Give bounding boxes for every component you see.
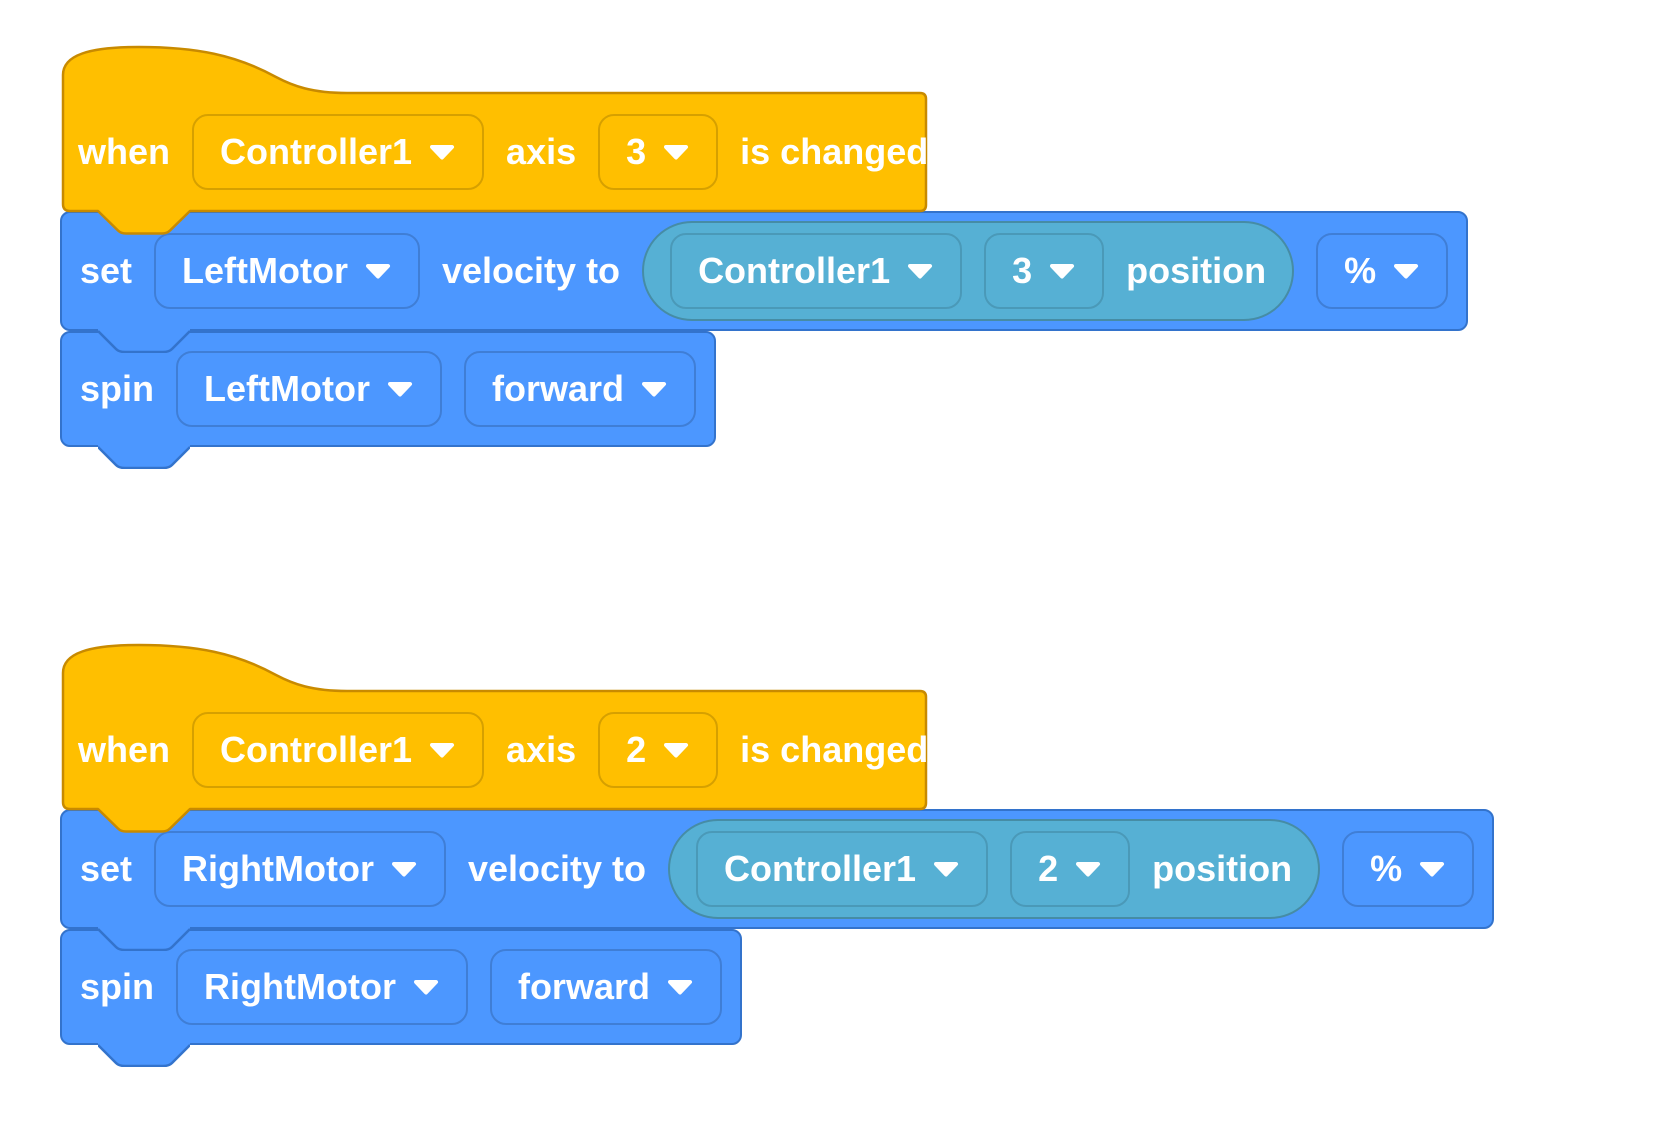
reporter-axis-value: 3 (1012, 250, 1033, 291)
is-changed-label: is changed (740, 131, 929, 172)
spin-motor-block[interactable]: spin RightMotor forward (60, 929, 742, 1045)
velocity-to-label: velocity to (467, 848, 647, 889)
velocity-to-label: velocity to (442, 250, 621, 291)
set-label: set (80, 250, 133, 291)
axis-label: axis (506, 131, 577, 172)
controller-axis-position-reporter[interactable]: Controller1 2 position (668, 819, 1321, 919)
dropdown-caret-icon (413, 980, 438, 995)
is-changed-label: is changed (740, 729, 929, 770)
set-motor-velocity-block[interactable]: set LeftMotor velocity to Controller1 3 … (60, 211, 1469, 331)
reporter-axis-value: 2 (1038, 848, 1059, 889)
reporter-controller-value: Controller1 (698, 250, 891, 291)
dropdown-caret-icon (387, 382, 412, 397)
unit-dropdown-value: % (1344, 250, 1377, 291)
controller-dropdown-value: Controller1 (220, 729, 413, 770)
unit-dropdown-value: % (1370, 848, 1403, 889)
controller-dropdown-value: Controller1 (220, 131, 413, 172)
reporter-axis-dropdown[interactable]: 2 (1010, 831, 1131, 907)
unit-dropdown[interactable]: % (1342, 831, 1475, 907)
controller-dropdown[interactable]: Controller1 (192, 712, 485, 788)
reporter-axis-dropdown[interactable]: 3 (984, 233, 1105, 309)
reporter-controller-dropdown[interactable]: Controller1 (670, 233, 963, 309)
direction-dropdown[interactable]: forward (463, 351, 696, 427)
block-connector-tab (98, 439, 190, 469)
reporter-controller-dropdown[interactable]: Controller1 (696, 831, 989, 907)
dropdown-caret-icon (664, 145, 689, 160)
dropdown-caret-icon (1050, 264, 1075, 279)
dropdown-caret-icon (1076, 862, 1101, 877)
dropdown-caret-icon (667, 980, 692, 995)
axis-label: axis (506, 729, 577, 770)
direction-dropdown[interactable]: forward (489, 949, 722, 1025)
controller-dropdown[interactable]: Controller1 (192, 114, 485, 190)
dropdown-caret-icon (908, 264, 933, 279)
dropdown-caret-icon (1420, 862, 1445, 877)
block-connector-tab (98, 323, 190, 353)
reporter-controller-value: Controller1 (724, 848, 917, 889)
position-label: position (1152, 848, 1293, 889)
motor-dropdown[interactable]: RightMotor (154, 831, 446, 907)
motor-dropdown[interactable]: LeftMotor (176, 351, 442, 427)
axis-dropdown[interactable]: 2 (598, 712, 719, 788)
unit-dropdown[interactable]: % (1316, 233, 1449, 309)
dropdown-caret-icon (366, 264, 390, 279)
when-label: when (78, 729, 171, 770)
motor-dropdown[interactable]: RightMotor (176, 949, 468, 1025)
motor-dropdown-value: LeftMotor (182, 250, 348, 291)
position-label: position (1126, 250, 1267, 291)
controller-axis-position-reporter[interactable]: Controller1 3 position (642, 221, 1295, 321)
set-label: set (80, 848, 133, 889)
hat-block-content: when Controller1 axis 3 is changed (60, 93, 946, 211)
dropdown-caret-icon (934, 862, 959, 877)
block-connector-tab (98, 921, 190, 951)
direction-dropdown-value: forward (517, 966, 650, 1007)
spin-label: spin (80, 966, 155, 1007)
when-label: when (78, 131, 171, 172)
code-stack: when Controller1 axis 2 is changed set R… (60, 643, 1660, 1073)
dropdown-caret-icon (430, 743, 455, 758)
axis-dropdown-value: 3 (626, 131, 647, 172)
motor-dropdown-value: RightMotor (182, 848, 374, 889)
block-connector-tab (98, 1037, 190, 1067)
hat-block-content: when Controller1 axis 2 is changed (60, 691, 946, 809)
axis-dropdown-value: 2 (626, 729, 647, 770)
dropdown-caret-icon (642, 382, 666, 397)
motor-dropdown[interactable]: LeftMotor (154, 233, 420, 309)
axis-dropdown[interactable]: 3 (598, 114, 719, 190)
code-stack: when Controller1 axis 3 is changed set L… (60, 45, 1660, 475)
motor-dropdown-value: RightMotor (204, 966, 396, 1007)
dropdown-caret-icon (664, 743, 689, 758)
dropdown-caret-icon (430, 145, 455, 160)
dropdown-caret-icon (1394, 264, 1419, 279)
direction-dropdown-value: forward (491, 368, 624, 409)
motor-dropdown-value: LeftMotor (204, 368, 370, 409)
spin-label: spin (80, 368, 155, 409)
dropdown-caret-icon (391, 862, 416, 877)
